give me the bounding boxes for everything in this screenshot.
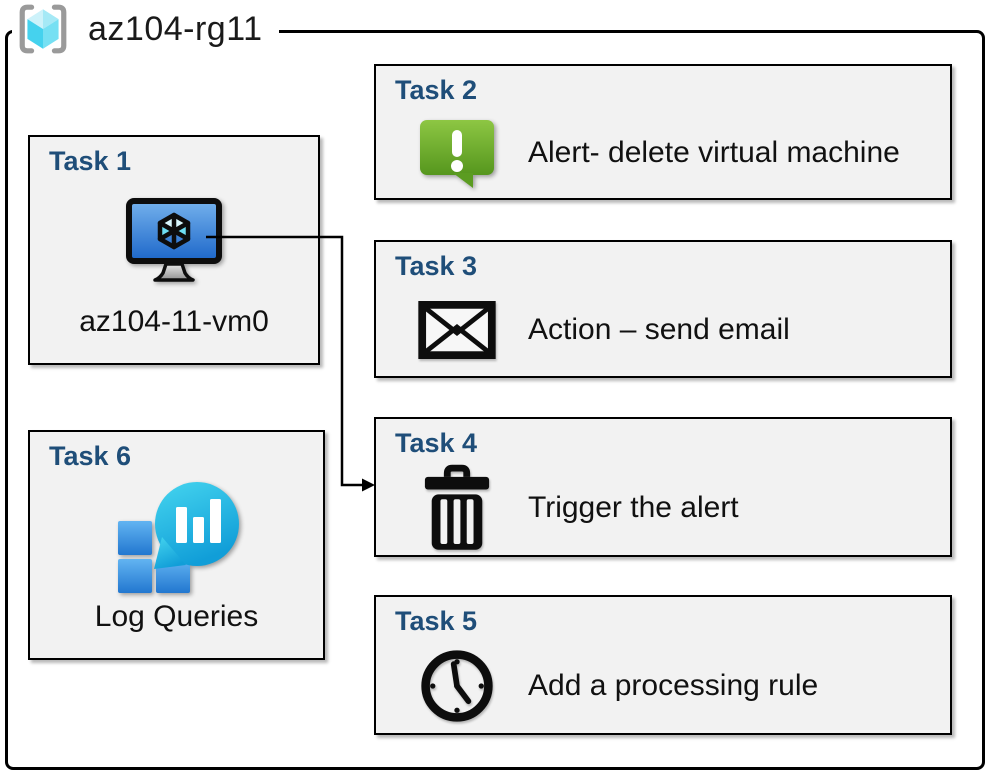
task-4-title: Task 4	[395, 428, 478, 458]
task-2-box: Task 2 Alert- delete virtual machine	[374, 64, 952, 200]
alert-icon	[420, 119, 494, 188]
virtual-machine-icon	[126, 197, 222, 282]
clock-icon	[421, 650, 493, 722]
task-6-label: Log Queries	[94, 600, 259, 633]
task-5-label: Add a processing rule	[528, 668, 819, 702]
email-icon	[418, 300, 496, 359]
task-5-box: Task 5 Add a processing rule	[374, 595, 952, 735]
task-4-box: Task 4 Trigger the alert	[374, 417, 952, 557]
trash-icon	[424, 464, 490, 550]
task-6-box: Task 6 Log Queries	[28, 430, 325, 660]
task-3-box: Task 3 Action – send email	[374, 240, 952, 378]
task-3-title: Task 3	[395, 251, 478, 281]
log-queries-icon	[117, 481, 239, 593]
resource-group-frame	[5, 30, 985, 770]
task-5-title: Task 5	[395, 606, 478, 636]
resource-group-header: az104-rg11	[12, 2, 279, 60]
task-6-title: Task 6	[49, 441, 132, 471]
task-2-title: Task 2	[395, 75, 478, 105]
task-1-label: az104-11-vm0	[79, 305, 269, 338]
task-1-box: Task 1 az104-11-vm0	[28, 135, 320, 365]
task-4-label: Trigger the alert	[528, 490, 739, 524]
task-2-label: Alert- delete virtual machine	[528, 135, 900, 169]
resource-group-name: az104-rg11	[88, 9, 263, 48]
resource-group-icon	[19, 4, 67, 54]
task-1-title: Task 1	[49, 146, 132, 176]
task-3-label: Action – send email	[528, 312, 790, 346]
